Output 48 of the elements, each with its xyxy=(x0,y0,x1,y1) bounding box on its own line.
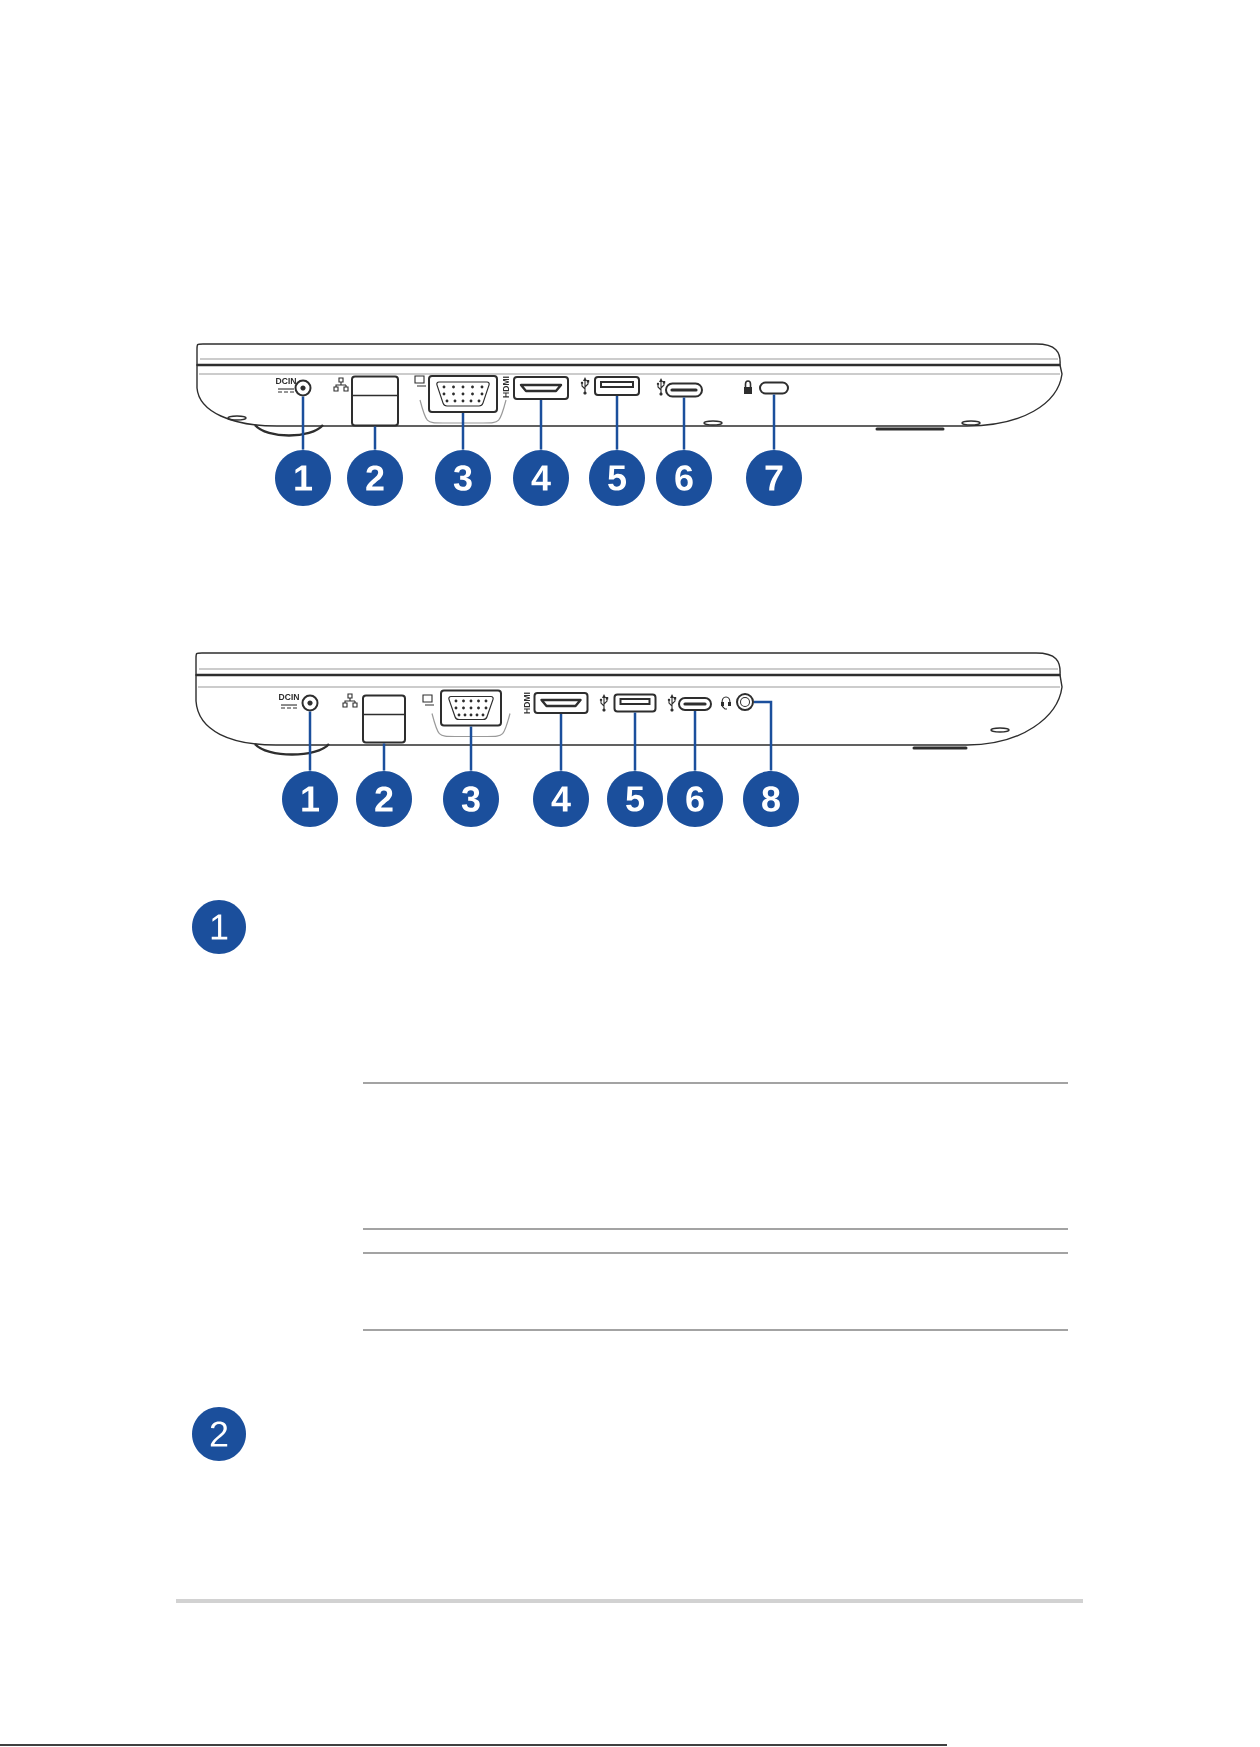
callout-number: 3 xyxy=(443,771,499,827)
callout-number: 2 xyxy=(356,771,412,827)
leader-line xyxy=(461,413,465,450)
port-label: HDMI xyxy=(524,692,530,714)
callout-number: 3 xyxy=(435,450,491,506)
leader-line xyxy=(682,397,686,450)
port-label: DCIN xyxy=(276,378,296,385)
port-label: HDMI xyxy=(503,376,509,398)
callout-number: 6 xyxy=(656,450,712,506)
callout-number: 4 xyxy=(533,771,589,827)
callout-number: 6 xyxy=(667,771,723,827)
leader-line xyxy=(633,712,637,771)
callout-number: 5 xyxy=(589,450,645,506)
leader-line xyxy=(754,700,773,771)
hdmi-port xyxy=(533,692,589,714)
leader-line xyxy=(615,396,619,450)
ethernet-port xyxy=(351,375,399,427)
callout-number: 2 xyxy=(347,450,403,506)
leader-line xyxy=(301,396,305,450)
callout-number: 5 xyxy=(607,771,663,827)
leader-line xyxy=(559,714,563,771)
usb-c-port xyxy=(678,697,712,711)
callout-number: 1 xyxy=(282,771,338,827)
callout-number: 8 xyxy=(743,771,799,827)
vga-port xyxy=(431,689,511,738)
audio-jack xyxy=(736,693,754,711)
leader-line xyxy=(308,711,312,771)
leader-line xyxy=(539,400,543,450)
vga-port xyxy=(419,375,507,424)
port-label: DCIN xyxy=(279,694,299,701)
lock-slot xyxy=(759,381,789,395)
ethernet-port xyxy=(362,694,406,744)
usb-port xyxy=(594,376,640,396)
callout-number: 1 xyxy=(192,900,246,954)
power-jack xyxy=(294,379,312,397)
leader-line xyxy=(373,426,377,450)
hdmi-port xyxy=(513,376,569,400)
callout-number: 4 xyxy=(513,450,569,506)
callout-number: 2 xyxy=(192,1407,246,1461)
leader-line xyxy=(693,711,697,771)
leader-line xyxy=(382,743,386,771)
leader-line xyxy=(469,726,473,771)
callout-number: 7 xyxy=(746,450,802,506)
leader-line xyxy=(772,394,776,450)
usb-port xyxy=(613,693,657,713)
callout-number: 1 xyxy=(275,450,331,506)
usb-c-port xyxy=(665,382,703,398)
power-jack xyxy=(301,694,319,712)
